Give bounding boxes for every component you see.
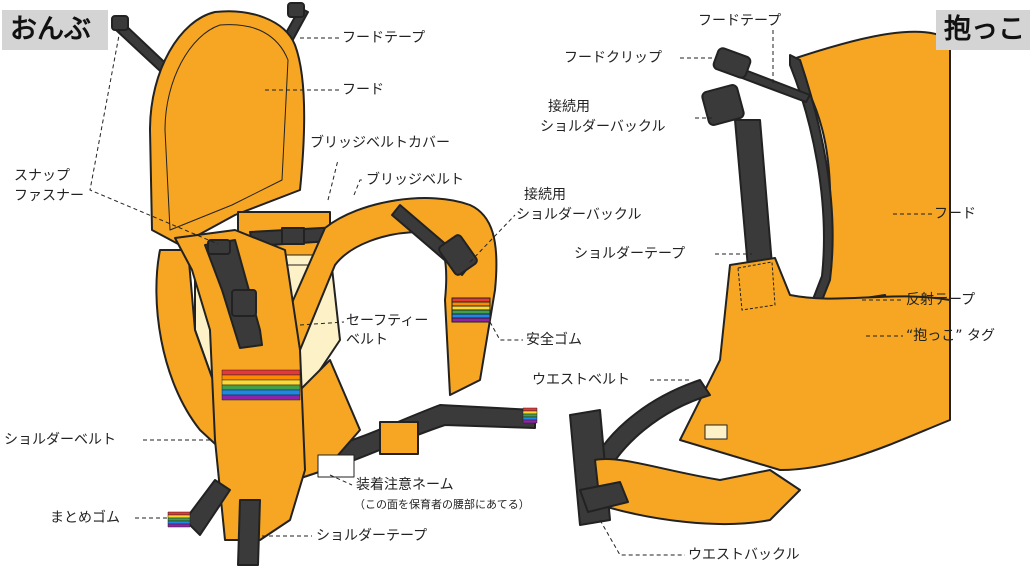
rainbow-patch-left [221,369,301,401]
label-connect-buckle-left-2: ショルダーバックル [516,207,642,223]
label-caution-name: 装着注意ネーム [356,477,454,493]
shoulder-tape-dotted-area [737,261,776,311]
front-carry-heading: 抱っこ [936,10,1030,50]
snap-fastener [207,239,231,255]
label-snap-fastener-1: スナップ [14,168,70,184]
shoulder-tape-bottom-left [184,479,231,536]
label-shoulder-tape-left: ショルダーテープ [316,528,428,544]
tidy-elastic-rainbow-right [522,407,538,424]
back-carry-heading: おんぶ [2,10,108,50]
back-carry-illustration [111,2,538,566]
shoulder-buckle-left [231,289,257,317]
hood-tape-clip-right [287,2,305,18]
label-waist-buckle: ウエストバックル [688,547,800,563]
body-panel [679,257,951,471]
caution-name-tag [317,454,355,478]
connect-buckle-right-top [701,84,745,126]
label-waist-belt: ウエストベルト [532,372,630,388]
label-safety-elastic: 安全ゴム [526,332,582,348]
label-safety-belt-2: ベルト [346,332,388,348]
label-bridge-belt-cover: ブリッジベルトカバー [310,135,450,151]
label-snap-fastener-2: ファスナー [14,188,84,204]
waist-belt-loop-tab [379,421,419,455]
label-hood-right: フード [934,206,976,222]
label-reflective-tape: 反射テープ [906,292,976,308]
label-tidy-elastic: まとめゴム [50,510,120,526]
label-dakko-tag: “抱っこ” タグ [906,328,995,344]
label-safety-belt-1: セーフティー [346,313,429,329]
label-connect-buckle-left-1: 接続用 [524,187,566,203]
hood-clip [712,47,752,79]
label-hood-tape-right: フードテープ [698,13,782,29]
shoulder-tape-bottom-right [237,499,261,566]
waist-belt-right [319,404,536,471]
hood-tape-clip-left [111,15,129,31]
hood-panel-right [789,30,951,316]
shoulder-tape-right-strap [734,119,773,269]
waist-pad-tab [704,424,728,440]
label-bridge-belt: ブリッジベルト [366,172,464,188]
leader-lines-left [89,29,523,537]
label-hood-clip: フードクリップ [564,50,662,66]
label-shoulder-belt: ショルダーベルト [4,432,116,448]
label-shoulder-tape-right: ショルダーテープ [574,246,686,262]
front-carry-illustration [569,30,951,526]
label-hood-left: フード [342,82,384,98]
label-connect-buckle-right-1: 接続用 [548,99,590,115]
waist-buckle [579,481,629,513]
bridge-belt-buckle [281,227,305,245]
label-connect-buckle-right-2: ショルダーバックル [540,119,666,135]
waist-pad-right [594,458,801,526]
label-caution-note: （この面を保育者の腰部にあてる） [354,498,530,511]
hood-inner-shade [164,24,289,231]
connect-buckle-right [438,234,478,276]
safety-elastic-rainbow [451,297,491,323]
label-hood-tape-left: フードテープ [342,30,426,46]
leader-lines-right [599,30,932,556]
tidy-elastic-rainbow-left [167,511,191,528]
